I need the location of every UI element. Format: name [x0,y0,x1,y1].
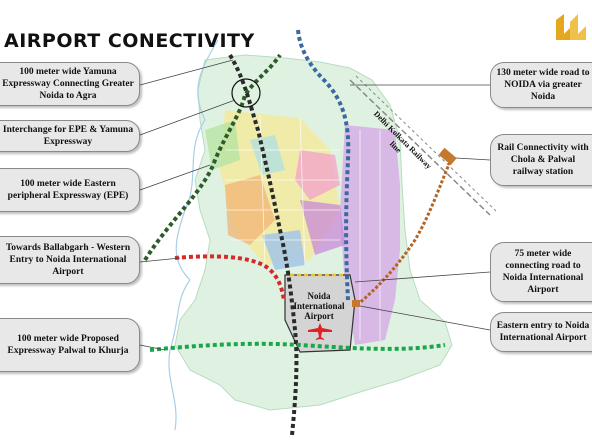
rail-connectivity-route [356,161,452,307]
interchange-circle [231,78,261,108]
palwal-khurja-route [149,341,446,352]
airport-label: Noida International Airport [293,291,345,321]
logo-icon [556,14,586,40]
river-line [168,39,219,431]
zone-purple [340,125,400,345]
callout-yamuna-expressway: 100 meter wide Yamuna Expressway Connect… [0,62,140,106]
zone-pink [295,150,340,200]
callout-greater-noida-road: 130 meter wide road to NOIDA via greater… [490,62,592,108]
callout-epe: 100 meter wide Eastern peripheral Expres… [0,168,140,212]
ballabgarh-route [174,254,286,301]
street-grid [225,114,381,340]
callout-ballabgarh: Towards Ballabgarh - Western Entry to No… [0,236,140,284]
callout-palwal-khurja: 100 meter wide Proposed Expressway Palwa… [0,318,140,372]
page-title: AIRPORT CONECTIVITY [4,30,255,52]
zone-magenta [300,200,345,255]
eastern-entry-marker [352,300,360,307]
zone-cyan [250,135,285,175]
airport-area [284,274,356,353]
callout-rail-connectivity: Rail Connectivity with Chola & Palwal ra… [490,134,592,186]
airplane-icon [308,323,332,340]
callout-connecting-road: 75 meter wide connecting road to Noida I… [490,242,592,302]
zone-green [205,120,240,170]
greater-noida-road-route [296,29,351,301]
leader-lines [139,59,491,351]
callout-eastern-entry: Eastern entry to Noida International Air… [490,312,592,352]
yamuna-expressway-route [228,53,299,436]
callout-interchange: Interchange for EPE & Yamuna Expressway [0,120,140,152]
station-marker [438,147,457,165]
railway-line [349,75,497,216]
